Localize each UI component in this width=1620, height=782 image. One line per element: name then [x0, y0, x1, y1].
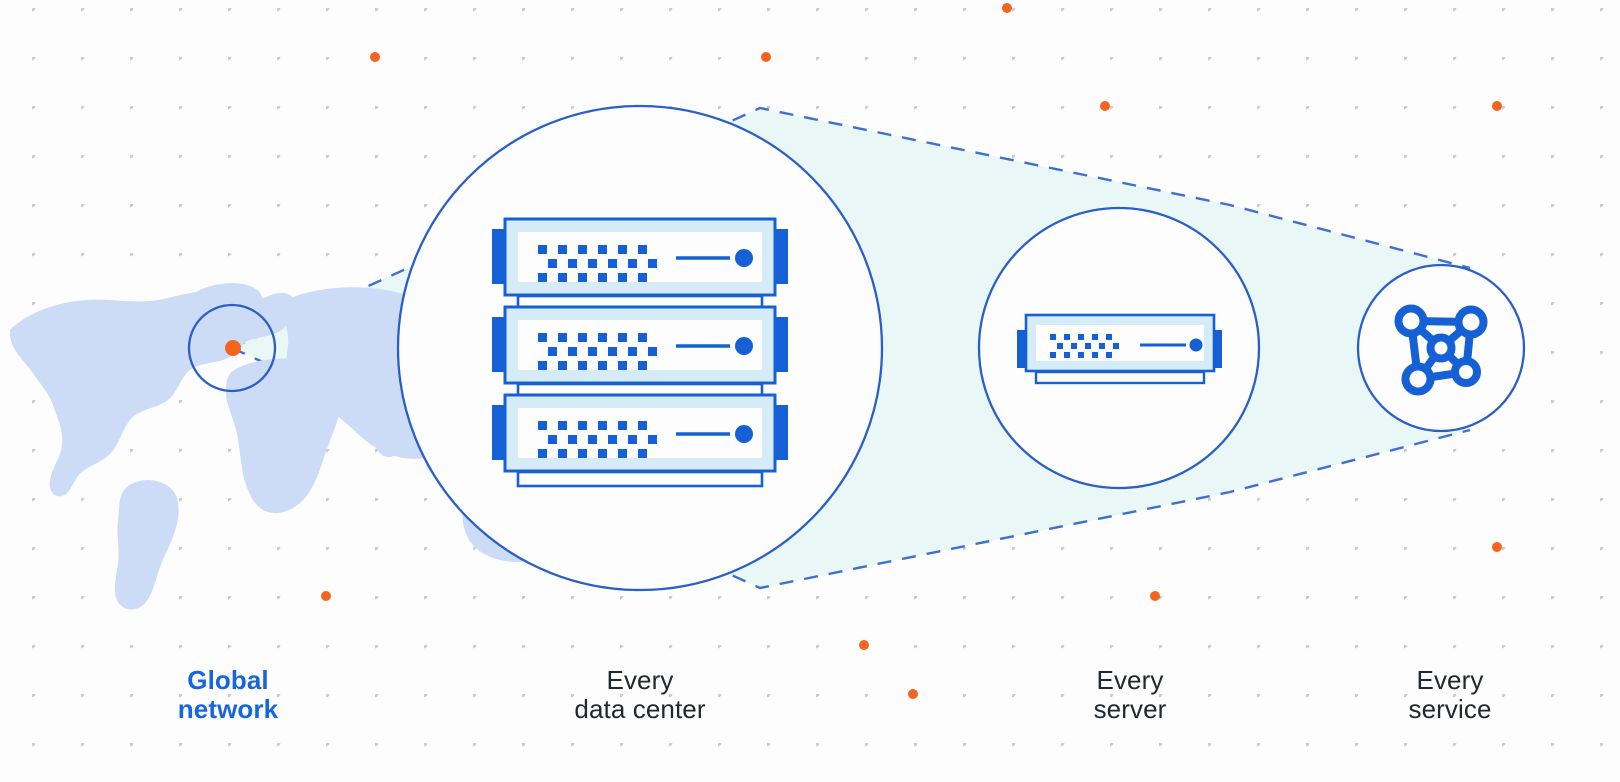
funnel-dashed-bottom	[231, 346, 1471, 590]
server-unit-icon	[1017, 313, 1222, 385]
orange-accent-dots	[321, 3, 1502, 699]
server-unit	[492, 305, 788, 400]
server-rack-icon	[492, 217, 788, 488]
global-network-focus-circle	[187, 303, 277, 393]
network-mesh-nodes	[1394, 304, 1488, 396]
funnel-dashed-top	[231, 106, 1471, 350]
global-network-location-dot	[225, 340, 241, 356]
server-unit	[492, 393, 788, 488]
